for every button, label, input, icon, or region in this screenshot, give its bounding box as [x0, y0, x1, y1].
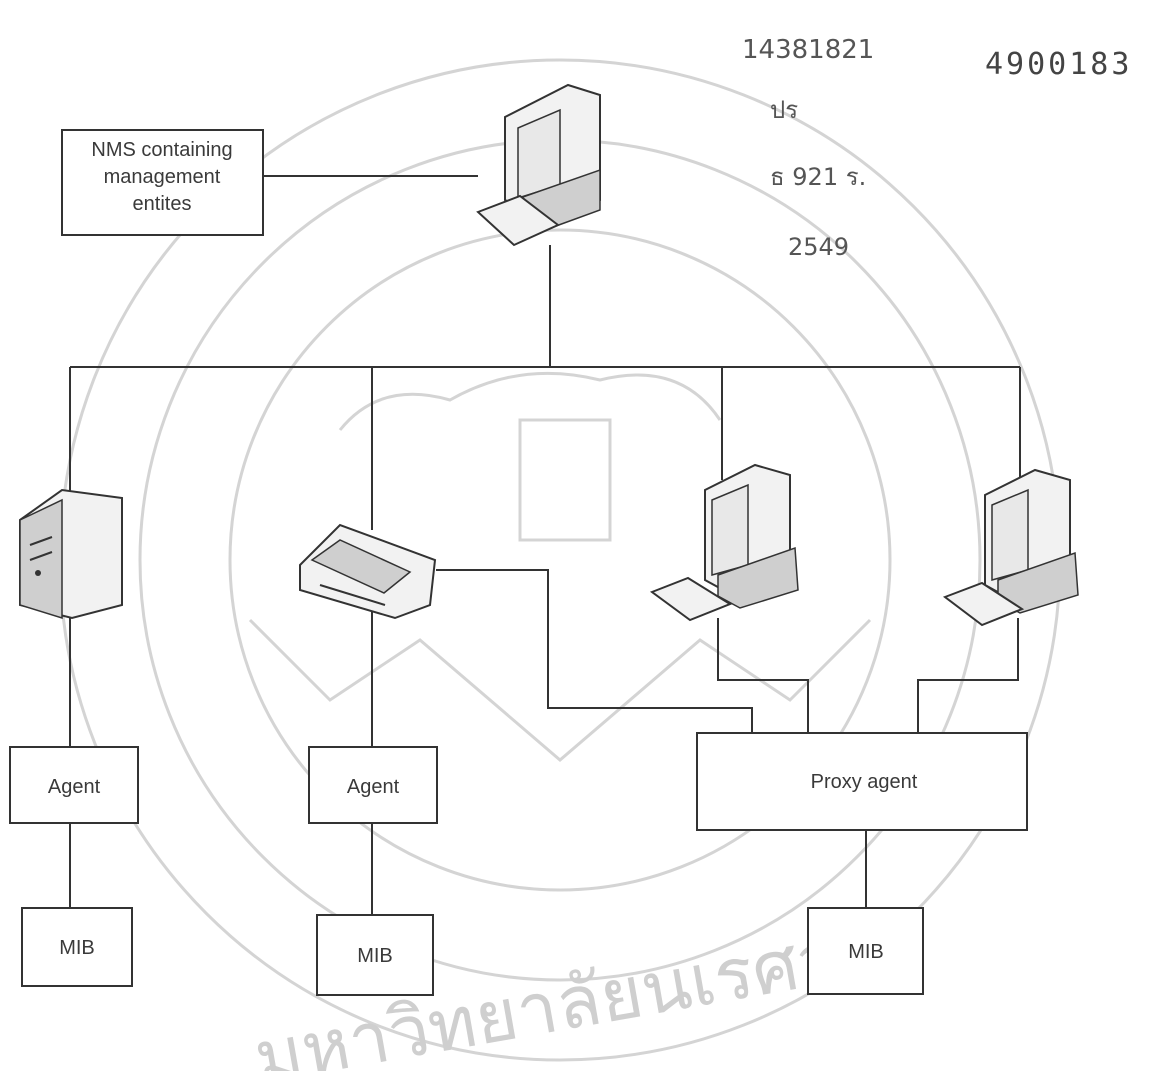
- handwritten-id: 14381821: [742, 35, 874, 65]
- mib-box-right: MIB: [808, 908, 923, 994]
- library-annotations: 14381821 4900183 ปร ธ 921 ร. 2549: [742, 35, 1132, 261]
- nms-label-line-1: NMS containing: [91, 139, 232, 161]
- agent-left-label: Agent: [48, 776, 101, 798]
- proxy-agent-box: Proxy agent: [697, 733, 1027, 830]
- server-tower-icon: [20, 490, 122, 618]
- computer-icon: [652, 465, 798, 620]
- handwritten-mark-2: ปร: [770, 96, 798, 124]
- handwritten-mark-4: 2549: [788, 233, 849, 261]
- mib-right-label: MIB: [848, 941, 884, 963]
- agent-mid-label: Agent: [347, 776, 400, 798]
- nms-computer-icon: [478, 85, 600, 245]
- mib-box-left: MIB: [22, 908, 132, 986]
- router-icon: [300, 525, 435, 618]
- agent-box-middle: Agent: [309, 747, 437, 823]
- stamp-number: 4900183: [985, 47, 1132, 82]
- mib-box-middle: MIB: [317, 915, 433, 995]
- agent-box-left: Agent: [10, 747, 138, 823]
- mib-left-label: MIB: [59, 937, 95, 959]
- nms-label-line-3: entites: [133, 193, 192, 215]
- mib-mid-label: MIB: [357, 945, 393, 967]
- nms-box: NMS containing management entites: [62, 130, 263, 235]
- proxy-agent-label: Proxy agent: [811, 771, 918, 793]
- nms-label-line-2: management: [104, 166, 221, 188]
- handwritten-mark-3: ธ 921 ร.: [770, 163, 866, 191]
- computer-icon: [945, 470, 1078, 625]
